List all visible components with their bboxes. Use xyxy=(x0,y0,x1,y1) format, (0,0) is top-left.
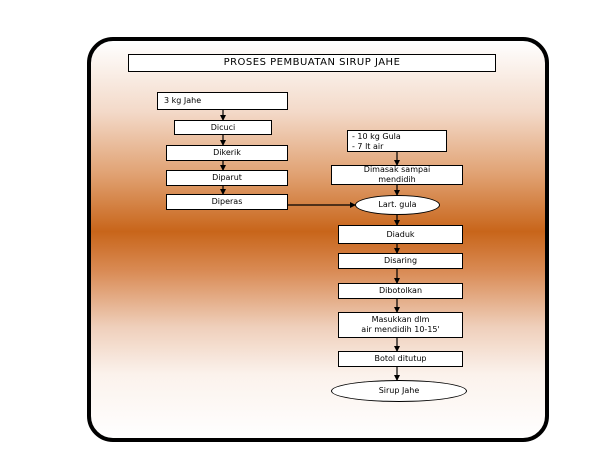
node-botol-ditutup: Botol ditutup xyxy=(338,351,463,367)
node-diperas: Diperas xyxy=(166,194,288,210)
diagram-title: PROSES PEMBUATAN SIRUP JAHE xyxy=(128,54,496,72)
node-jahe: 3 kg Jahe xyxy=(157,92,288,110)
node-disaring: Disaring xyxy=(338,253,463,269)
node-gula-air: - 10 kg Gula - 7 lt air xyxy=(347,130,447,152)
node-diaduk: Diaduk xyxy=(338,225,463,244)
node-diparut: Diparut xyxy=(166,170,288,186)
node-dibotolkan: Dibotolkan xyxy=(338,283,463,299)
node-dikerik: Dikerik xyxy=(166,145,288,161)
node-masukkan: Masukkan dlm air mendidih 10-15' xyxy=(338,312,463,338)
